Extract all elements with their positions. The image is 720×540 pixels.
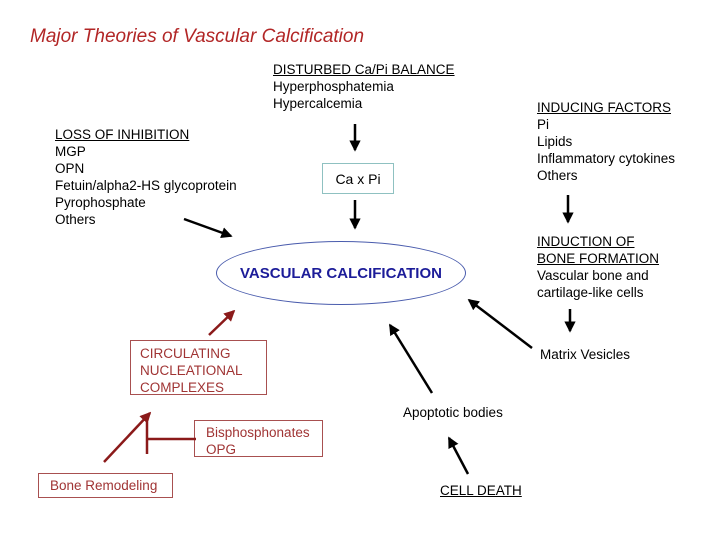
vascular-calcification-ellipse: VASCULAR CALCIFICATION (216, 241, 466, 305)
loss-of-inhibition-item: Fetuin/alpha2-HS glycoprotein (55, 178, 237, 193)
arrow-celldeath-to-apoptotic (447, 436, 470, 475)
loss-of-inhibition-item: Others (55, 212, 96, 227)
inducing-factors-item: Others (537, 168, 578, 183)
disturbed-balance-item: Hypercalcemia (273, 96, 363, 111)
induction-body-line: cartilage-like cells (537, 285, 644, 300)
circulating-complexes-line: NUCLEATIONAL (140, 363, 243, 378)
bisphosphonates-opg-box: Bisphosphonates OPG (194, 420, 323, 457)
arrow-circulating-to-vascular (208, 309, 236, 336)
disturbed-balance-block: DISTURBED Ca/Pi BALANCE Hyperphosphatemi… (273, 61, 455, 112)
loss-of-inhibition-block: LOSS OF INHIBITION MGP OPN Fetuin/alpha2… (55, 126, 237, 228)
bisphosphonates-line: OPG (206, 442, 237, 457)
bisphosphonates-line: Bisphosphonates (206, 425, 310, 440)
circulating-complexes-box: CIRCULATING NUCLEATIONAL COMPLEXES (130, 340, 267, 395)
inhibitor-tbar-bisphosphonates (145, 422, 196, 454)
ca-x-pi-label: Ca x Pi (335, 170, 381, 187)
matrix-vesicles-label: Matrix Vesicles (540, 347, 631, 362)
bone-remodeling-label: Bone Remodeling (50, 478, 158, 493)
apoptotic-bodies-label: Apoptotic bodies (403, 405, 503, 420)
inducing-factors-heading: INDUCING FACTORS (537, 100, 672, 115)
loss-of-inhibition-heading: LOSS OF INHIBITION (55, 127, 190, 142)
cell-death-label: CELL DEATH (440, 483, 522, 498)
inducing-factors-block: INDUCING FACTORS Pi Lipids Inflammatory … (537, 99, 675, 184)
circulating-complexes-line: CIRCULATING (140, 346, 231, 361)
induction-body-line: Vascular bone and (537, 268, 649, 283)
disturbed-balance-item: Hyperphosphatemia (273, 79, 394, 94)
bone-remodeling-box: Bone Remodeling (38, 473, 173, 498)
induction-heading-line: BONE FORMATION (537, 251, 660, 266)
loss-of-inhibition-item: OPN (55, 161, 85, 176)
circulating-complexes-line: COMPLEXES (140, 380, 225, 395)
inducing-factors-item: Inflammatory cytokines (537, 151, 676, 166)
induction-bone-formation-block: INDUCTION OF BONE FORMATION Vascular bon… (537, 233, 659, 301)
arrow-remodeling-to-circulating (103, 411, 152, 463)
inducing-factors-item: Lipids (537, 134, 573, 149)
inducing-factors-item: Pi (537, 117, 550, 132)
slide-title: Major Theories of Vascular Calcification (30, 26, 365, 47)
loss-of-inhibition-item: MGP (55, 144, 86, 159)
arrow-apoptotic-to-vascular (388, 323, 434, 394)
arrow-matrix-to-vascular (467, 298, 533, 349)
induction-heading-line: INDUCTION OF (537, 234, 635, 249)
disturbed-balance-heading: DISTURBED Ca/Pi BALANCE (273, 62, 455, 77)
loss-of-inhibition-item: Pyrophosphate (55, 195, 146, 210)
vascular-calcification-label: VASCULAR CALCIFICATION (240, 264, 442, 282)
ca-x-pi-box: Ca x Pi (322, 163, 394, 194)
